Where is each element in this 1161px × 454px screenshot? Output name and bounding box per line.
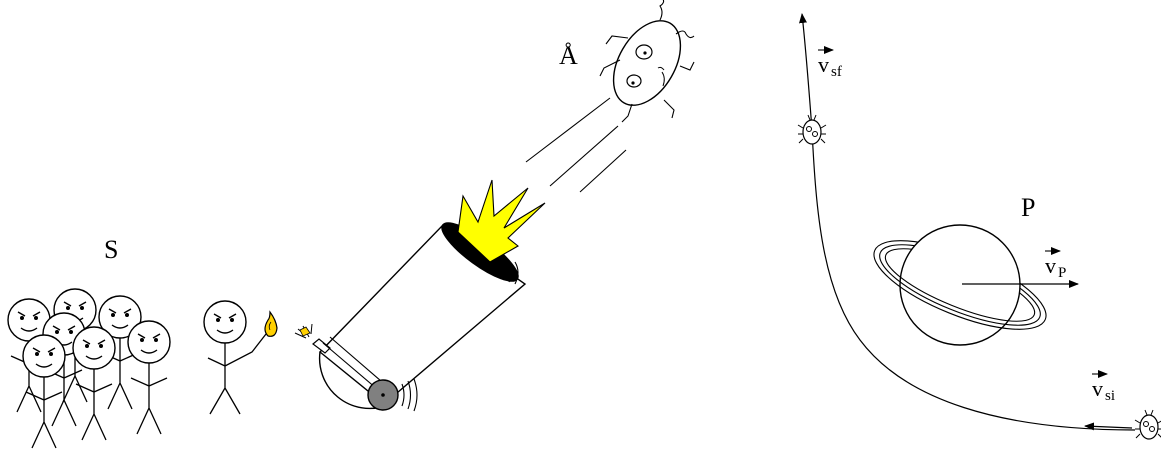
muzzle-flash-icon [457,179,546,263]
match-flame-icon [264,310,278,337]
planet-label: P [1021,193,1035,222]
svg-text:v: v [1092,376,1103,401]
trajectory-path [799,13,1136,431]
crowd-label: S [104,235,118,264]
bug-label: Å [559,41,578,70]
incoming-velocity-arrow [1084,422,1133,431]
bug-icon [797,114,827,145]
svg-text:v: v [818,52,829,77]
planet-icon [873,224,1047,346]
bug-icon [599,0,695,123]
svg-text:P: P [1058,265,1066,281]
bug-icon [1134,409,1161,440]
stick-figure-icon [127,320,171,435]
vector-label-v-p: v P [1045,247,1066,281]
svg-text:si: si [1105,388,1115,404]
vector-label-v-si: v si [1092,370,1115,404]
stick-figure-icon [203,300,267,415]
crowd-group [7,288,171,449]
svg-text:v: v [1045,253,1056,278]
stick-figure-icon [22,334,66,449]
motion-lines [525,97,627,193]
stick-figure-icon [72,326,116,441]
vector-label-v-sf: v sf [818,46,842,80]
svg-text:sf: sf [831,64,842,80]
